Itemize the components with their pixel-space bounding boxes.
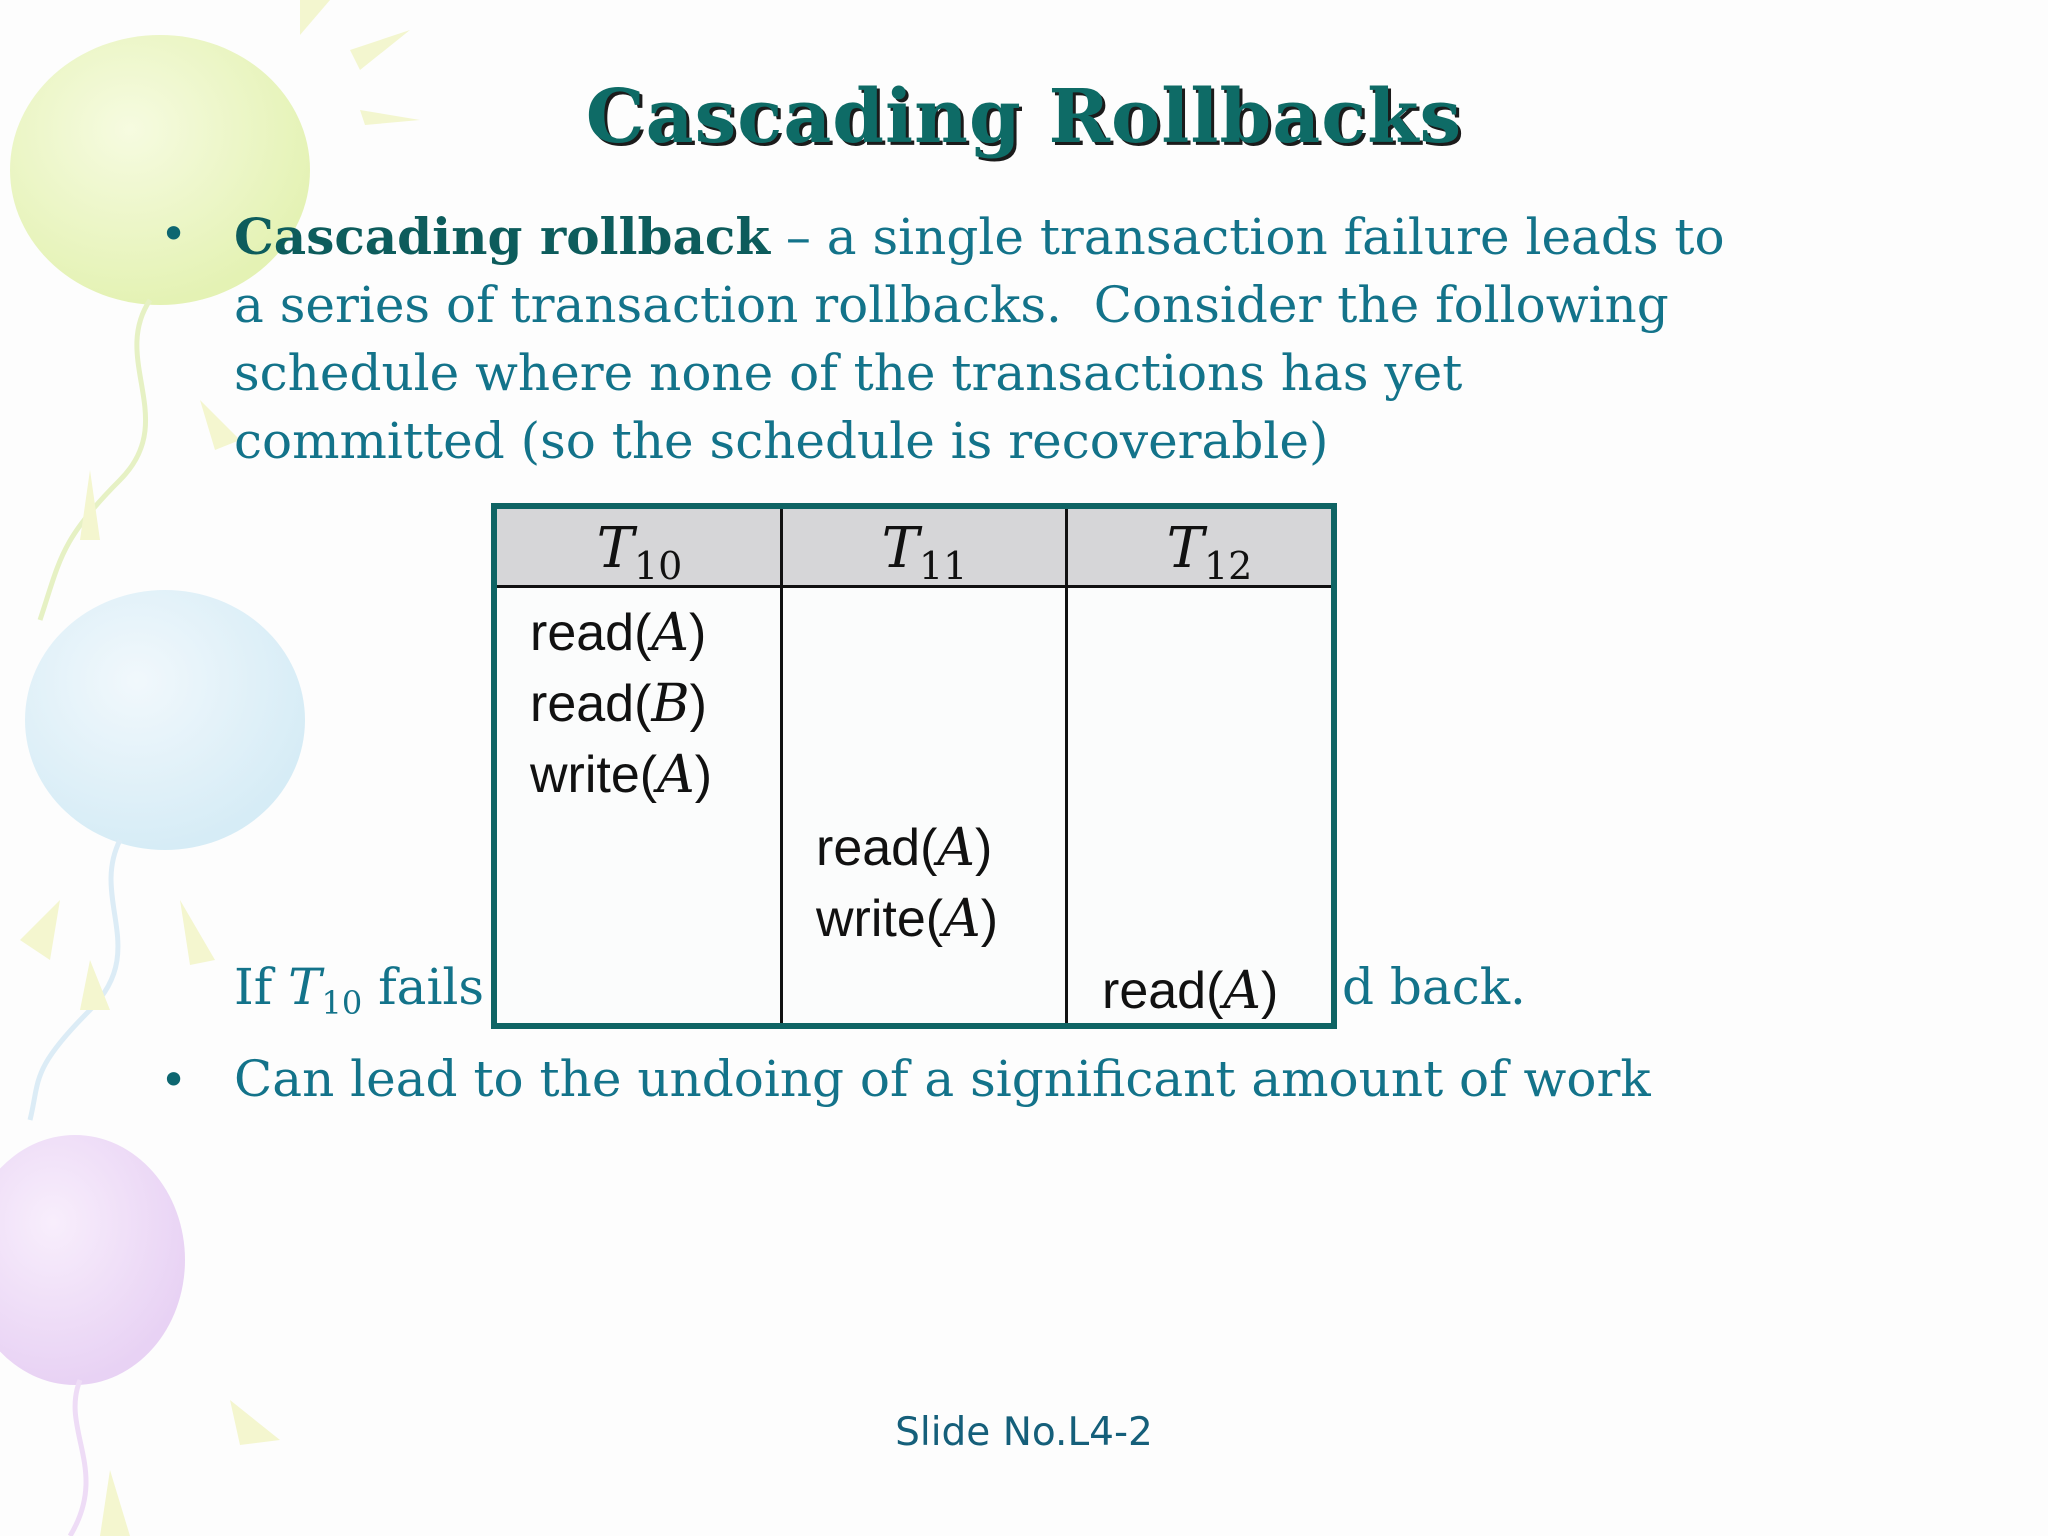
if-fails-text: fails <box>362 958 485 1016</box>
bullet-line-1: Cascading rollback – a single transactio… <box>234 203 1725 271</box>
bullet-marker: • <box>160 207 188 261</box>
column-header-t12: T12 <box>1166 516 1253 588</box>
if-lead: If <box>234 958 289 1016</box>
bullet-line-1-text: – a single transaction failure leads to <box>770 208 1725 266</box>
column-header-t11: T11 <box>881 516 968 588</box>
bullet-line-2: a series of transaction rollbacks. Consi… <box>234 276 1669 334</box>
schedule-header-row <box>497 509 1331 588</box>
column-header-t10: T10 <box>596 516 683 588</box>
slide-number: Slide No.L4-2 <box>895 1410 1153 1455</box>
term-cascading-rollback: Cascading rollback <box>234 207 770 266</box>
bullet-line-4: committed (so the schedule is recoverabl… <box>234 412 1329 470</box>
column-divider <box>1065 509 1068 1023</box>
op-read-a: read(A) <box>816 818 993 878</box>
bullet-undoing-work: Can lead to the undoing of a significant… <box>234 1050 1651 1108</box>
column-divider <box>780 509 783 1023</box>
bullet-line-3: schedule where none of the transactions … <box>234 344 1463 402</box>
t10-var: T <box>288 958 322 1016</box>
op-read-a: read(A) <box>1102 961 1279 1021</box>
bullet-cascading-rollback: Cascading rollback – a single transactio… <box>234 203 1725 475</box>
slide-title: Cascading Rollbacks <box>585 74 1463 160</box>
op-read-b: read(B) <box>530 674 707 734</box>
t10-sub: 10 <box>321 984 363 1022</box>
schedule-table: T10 T11 T12 read(A) read(B) write(A) rea… <box>491 503 1337 1029</box>
bullet-marker: • <box>160 1053 188 1107</box>
op-read-a: read(A) <box>530 603 707 663</box>
op-write-a: write(A) <box>530 745 713 805</box>
if-t10-fails-line: If T10 fails <box>234 953 484 1037</box>
op-write-a: write(A) <box>816 889 999 949</box>
rolled-back-fragment: d back. <box>1342 958 1526 1016</box>
